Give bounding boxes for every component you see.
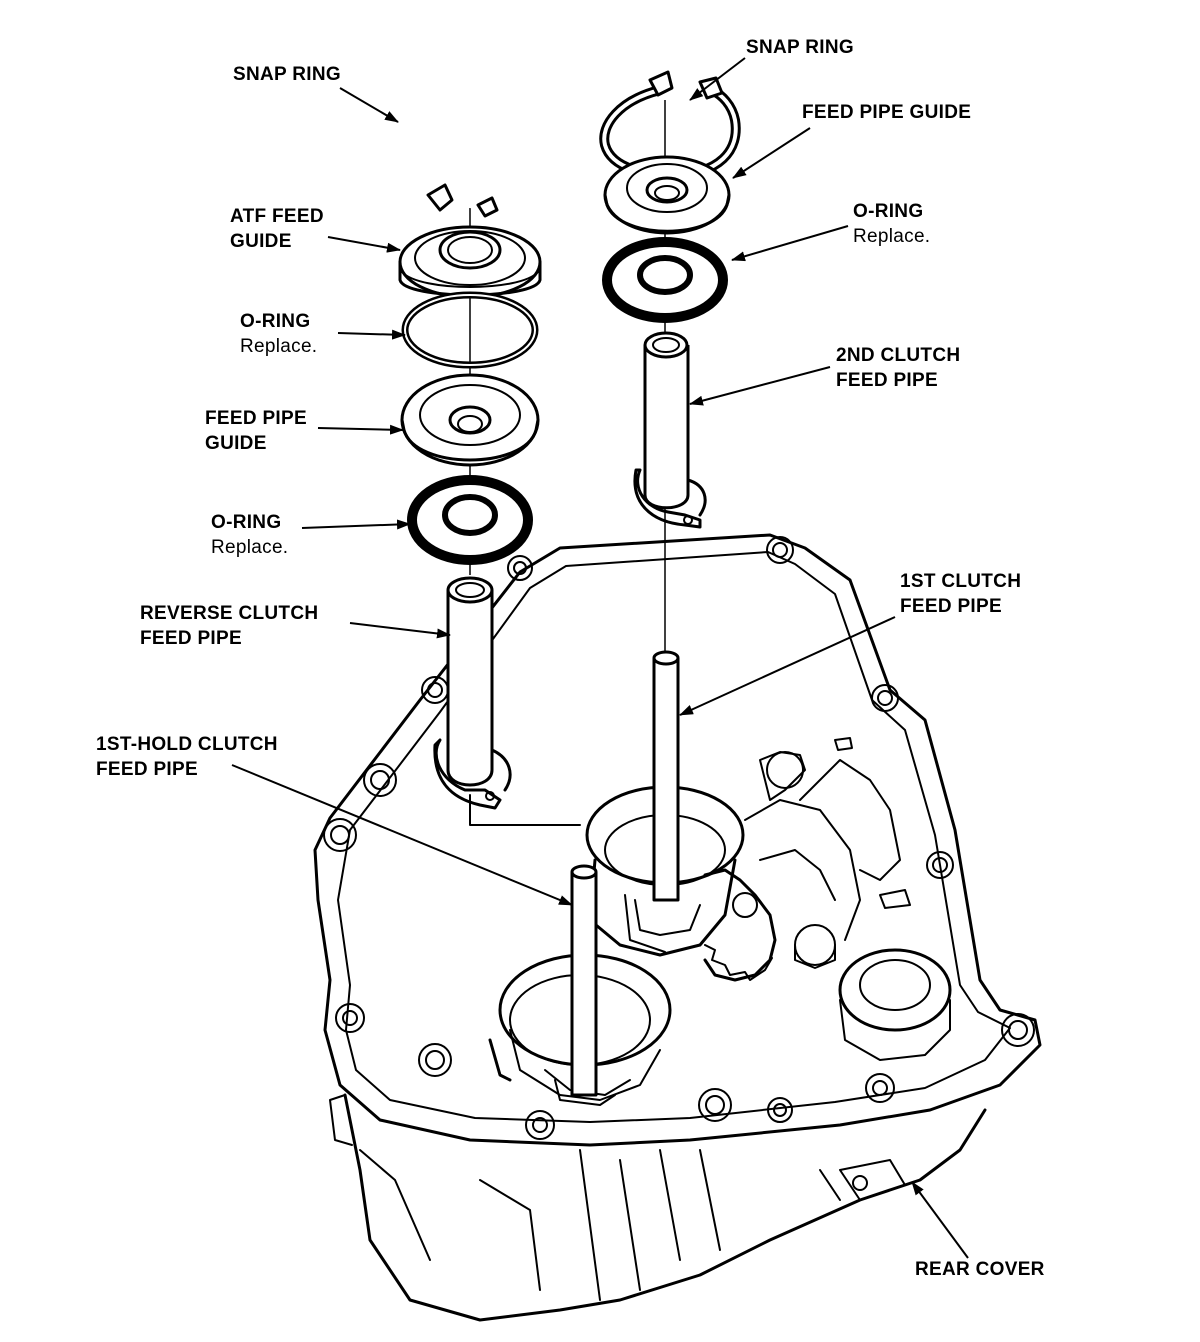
label-snap-ring-right: SNAP RING [746, 37, 854, 58]
rear-cover-housing [313, 533, 1042, 1322]
label-first-clutch-feed-pipe: 1ST CLUTCH FEED PIPE [900, 571, 1022, 617]
right-boss [838, 948, 952, 1032]
label-o-ring-right: O-RING Replace. [853, 201, 931, 247]
snap-ring-left [402, 100, 549, 218]
label-o-ring-left-top: O-RING Replace. [240, 311, 318, 357]
reverse-clutch-feed-pipe [433, 576, 512, 810]
o-ring-left-bottom [407, 475, 533, 565]
o-ring-right [602, 237, 728, 323]
label-o-ring-left-bottom: O-RING Replace. [211, 512, 289, 558]
bolt-holes [323, 536, 1035, 1140]
leader-arrows [231, 57, 969, 1259]
label-snap-ring-left: SNAP RING [233, 64, 341, 85]
first-hold-clutch-feed-pipe [554, 864, 616, 1106]
feed-pipe-guide-left [400, 373, 540, 467]
second-clutch-feed-pipe [633, 331, 707, 529]
label-reverse-clutch-feed-pipe: REVERSE CLUTCH FEED PIPE [140, 603, 319, 649]
label-atf-feed-guide: ATF FEED GUIDE [230, 206, 324, 252]
label-feed-pipe-guide-left: FEED PIPE GUIDE [205, 408, 307, 454]
first-clutch-feed-pipe [652, 650, 680, 902]
feed-pipe-guide-right [603, 155, 731, 235]
atf-feed-guide [398, 225, 542, 299]
label-rear-cover: REAR COVER [915, 1259, 1045, 1280]
label-feed-pipe-guide-right: FEED PIPE GUIDE [802, 102, 972, 123]
gear [703, 868, 777, 982]
label-second-clutch-feed-pipe: 2ND CLUTCH FEED PIPE [836, 345, 961, 391]
label-first-hold-clutch-feed-pipe: 1ST-HOLD CLUTCH FEED PIPE [96, 734, 278, 780]
